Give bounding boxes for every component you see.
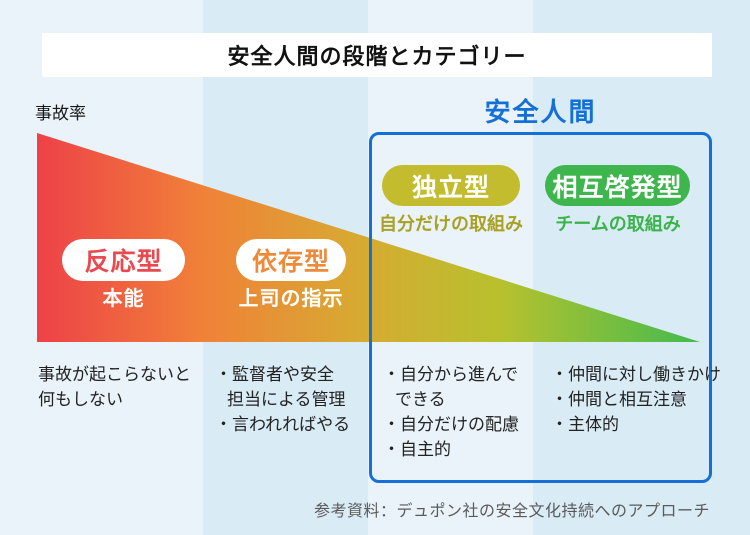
stage-description-interdependent: ・仲間に対し働きかけ ・仲間と相互注意 ・主体的: [551, 362, 721, 437]
stage-pill-independent: 独立型: [382, 165, 520, 206]
safe-human-heading: 安全人間: [484, 97, 597, 127]
stage-subtitle-reactive: 本能: [102, 288, 145, 310]
description-line: ・自分だけの配慮: [383, 415, 519, 434]
stage-pill-dependent-label: 依存型: [251, 248, 330, 276]
background-stripe-4: [533, 0, 750, 535]
page-title: 安全人間の段階とカテゴリー: [227, 44, 527, 69]
description-line: ・監督者や安全: [215, 365, 334, 384]
description-line: 事故が起こらないと: [38, 365, 191, 384]
description-line: ・自分から進んで: [383, 365, 519, 384]
description-line: できる: [395, 390, 446, 409]
stage-subtitle-dependent: 上司の指示: [238, 288, 344, 310]
stage-pill-independent-label: 独立型: [411, 173, 490, 202]
stage-subtitle-independent: 自分だけの取組み: [379, 214, 523, 234]
stage-description-independent: ・自分から進んで できる ・自分だけの配慮 ・自主的: [383, 362, 519, 462]
description-line: 何もしない: [38, 390, 123, 409]
stage-subtitle-interdependent: チームの取組み: [555, 214, 681, 234]
description-line: ・主体的: [551, 415, 619, 434]
stage-pill-reactive-label: 反応型: [84, 248, 163, 276]
reference-note: 参考資料：デュポン社の安全文化持続へのアプローチ: [313, 503, 710, 520]
stage-pill-reactive: 反応型: [62, 239, 185, 281]
stage-description-dependent: ・監督者や安全 担当による管理 ・言われればやる: [215, 362, 350, 437]
description-line: ・仲間と相互注意: [551, 390, 687, 409]
title-box: 安全人間の段階とカテゴリー: [42, 33, 712, 77]
safe-human-frame: [369, 132, 712, 483]
stage-pill-interdependent-label: 相互啓発型: [552, 173, 683, 202]
accident-rate-axis-label: 事故率: [35, 104, 86, 123]
stage-pill-interdependent: 相互啓発型: [545, 165, 690, 206]
description-line: ・自主的: [383, 440, 451, 459]
description-line: 担当による管理: [227, 390, 346, 409]
description-line: ・仲間に対し働きかけ: [551, 365, 721, 384]
stage-pill-dependent: 依存型: [236, 239, 346, 281]
accident-rate-wedge: [37, 133, 700, 342]
description-line: ・言われればやる: [215, 415, 351, 434]
stage-description-reactive: 事故が起こらないと 何もしない: [38, 362, 191, 412]
